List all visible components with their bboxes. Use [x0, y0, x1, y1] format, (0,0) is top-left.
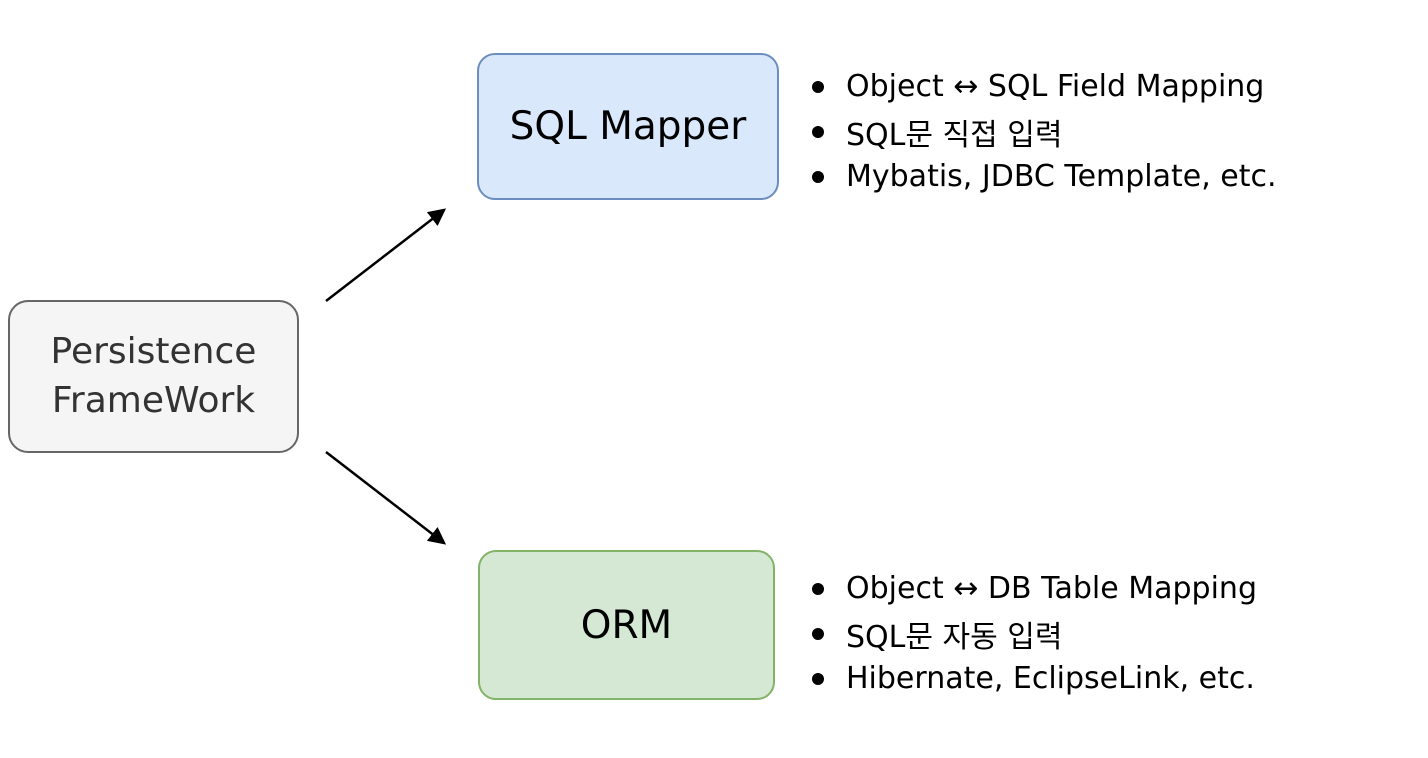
orm-bullet-2-text: SQL문 자동 입력	[846, 619, 1063, 655]
orm-bullet-1: Object ↔ DB Table Mapping	[812, 566, 1257, 611]
bullet-dot-icon	[812, 672, 824, 685]
bullet-dot-icon	[812, 125, 824, 138]
sql-mapper-bullet-list: Object ↔ SQL Field Mapping SQL문 직접 입력 My…	[812, 64, 1277, 199]
bullet-dot-icon	[812, 80, 824, 93]
bullet-dot-icon	[812, 627, 824, 640]
sql-mapper-bullet-1: Object ↔ SQL Field Mapping	[812, 64, 1277, 109]
sql-mapper-bullet-1-text: Object ↔ SQL Field Mapping	[846, 69, 1265, 104]
bullet-dot-icon	[812, 582, 824, 595]
orm-bullet-1-text: Object ↔ DB Table Mapping	[846, 571, 1257, 606]
node-sql-mapper: SQL Mapper	[477, 53, 779, 200]
sql-mapper-bullet-3: Mybatis, JDBC Template, etc.	[812, 154, 1277, 199]
orm-bullet-3-text: Hibernate, EclipseLink, etc.	[846, 661, 1255, 696]
arrow-root-to-orm	[325, 451, 447, 545]
node-persistence-framework: Persistence FrameWork	[8, 300, 299, 453]
sql-mapper-bullet-2: SQL문 직접 입력	[812, 109, 1277, 154]
orm-bullet-list: Object ↔ DB Table Mapping SQL문 자동 입력 Hib…	[812, 566, 1257, 701]
node-orm-label: ORM	[580, 602, 673, 648]
orm-bullet-3: Hibernate, EclipseLink, etc.	[812, 656, 1257, 701]
node-orm: ORM	[478, 550, 775, 700]
arrow-root-to-sql-mapper	[325, 208, 447, 302]
node-persistence-framework-label: Persistence FrameWork	[50, 330, 257, 421]
node-sql-mapper-label: SQL Mapper	[509, 104, 747, 149]
sql-mapper-bullet-3-text: Mybatis, JDBC Template, etc.	[846, 159, 1277, 194]
orm-bullet-2: SQL문 자동 입력	[812, 611, 1257, 656]
bullet-dot-icon	[812, 170, 824, 183]
sql-mapper-bullet-2-text: SQL문 직접 입력	[846, 117, 1063, 153]
